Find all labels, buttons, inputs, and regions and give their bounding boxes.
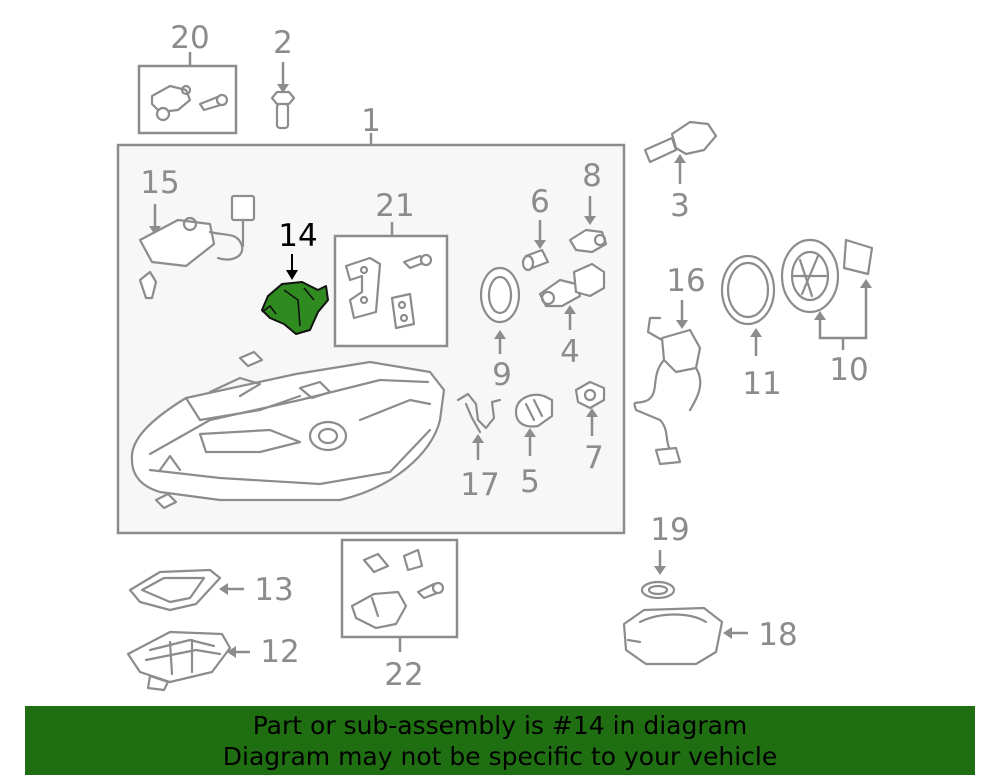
part-17-clip — [456, 392, 502, 434]
callout-5: 5 — [520, 464, 540, 500]
callout-16: 16 — [666, 263, 705, 299]
callout-8: 8 — [582, 158, 602, 194]
callout-18: 18 — [758, 617, 797, 653]
callout-1: 1 — [361, 103, 381, 139]
part-9-seal — [479, 266, 521, 324]
part-15-level-sensor — [138, 194, 256, 300]
banner-line-2: Diagram may not be specific to your vehi… — [222, 742, 778, 771]
part-18-cover — [622, 606, 724, 666]
banner-line-1: Part or sub-assembly is #14 in diagram — [252, 711, 748, 740]
callout-21: 21 — [375, 188, 414, 224]
callout-7: 7 — [584, 440, 604, 476]
part-22-clips — [350, 548, 445, 630]
part-13-gasket — [128, 568, 222, 612]
part-21-box — [333, 234, 449, 348]
callout-12: 12 — [260, 634, 299, 670]
callout-17: 17 — [460, 467, 499, 503]
part-21-brackets — [344, 253, 433, 330]
callout-3: 3 — [670, 188, 690, 224]
callout-20: 20 — [170, 20, 209, 56]
part-11-ring — [720, 254, 776, 326]
callout-4: 4 — [560, 334, 580, 370]
callout-10: 10 — [829, 352, 868, 388]
callout-15: 15 — [140, 165, 179, 201]
part-14-highlighted-motor — [261, 281, 329, 335]
callout-6: 6 — [530, 184, 550, 220]
callout-2: 2 — [273, 25, 293, 61]
part-6-bulb — [521, 248, 550, 272]
callout-14: 14 — [278, 218, 317, 254]
part-16-harness — [633, 316, 702, 466]
callout-22: 22 — [384, 657, 423, 693]
part-19-seal — [640, 580, 676, 600]
part-8-bulb — [568, 228, 608, 254]
part-7-socket — [574, 380, 606, 410]
info-banner: Part or sub-assembly is #14 in diagram D… — [25, 706, 975, 775]
part-4-bulb — [538, 262, 606, 308]
callout-19: 19 — [650, 512, 689, 548]
part-10-cap — [780, 238, 874, 314]
part-12-module — [126, 630, 232, 692]
part-2-bolt — [270, 90, 296, 130]
headlamp-housing — [130, 350, 446, 510]
callout-9: 9 — [492, 357, 512, 393]
part-20-sensor — [150, 84, 229, 122]
callout-11: 11 — [742, 366, 781, 402]
part-3-bulb — [643, 120, 718, 164]
callout-13: 13 — [254, 572, 293, 608]
part-5-bulb — [514, 393, 554, 428]
